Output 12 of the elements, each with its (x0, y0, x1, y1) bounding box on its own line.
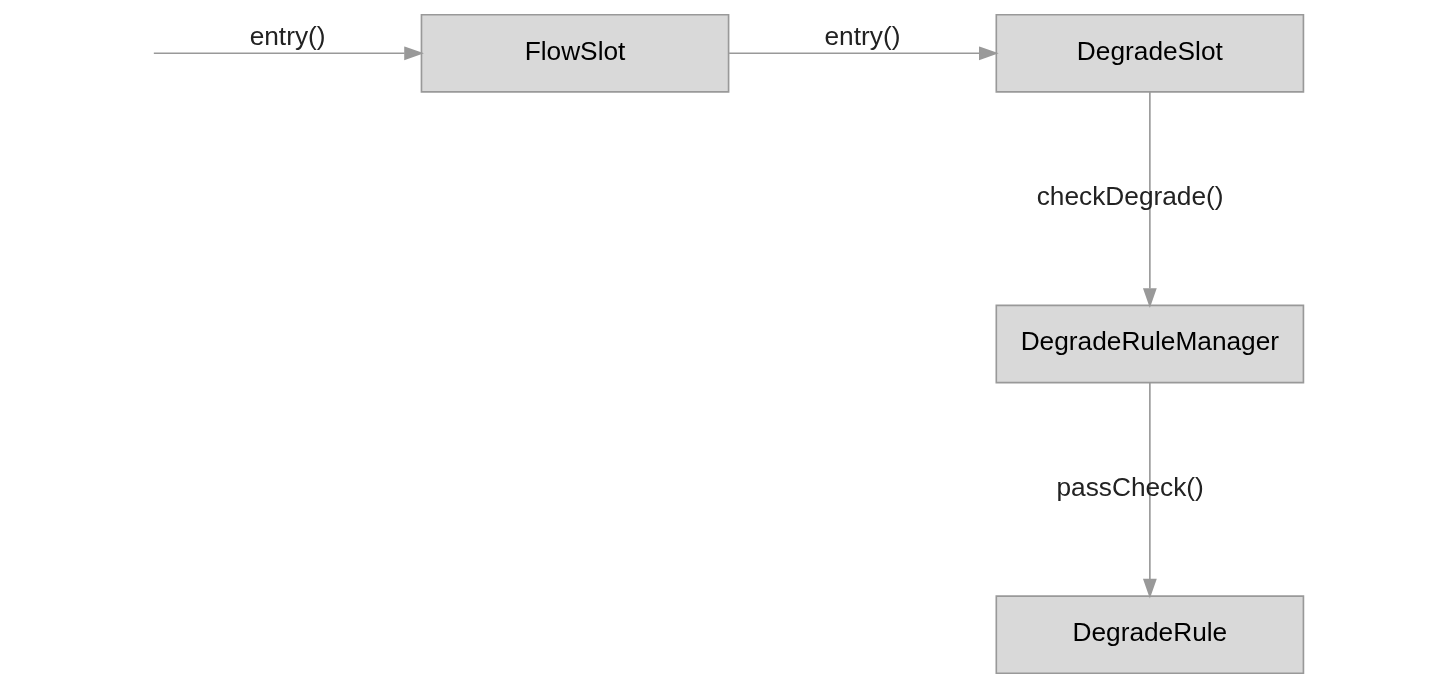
node-box: DegradeRuleManager (995, 304, 1305, 384)
edge-label: passCheck() (1056, 471, 1204, 502)
edge-label: checkDegrade() (1036, 180, 1224, 211)
node-box: DegradeSlot (995, 13, 1305, 93)
arrow (1142, 91, 1157, 308)
edge-label: entry() (824, 20, 901, 51)
arrow (153, 46, 424, 61)
node-box: FlowSlot (420, 13, 730, 93)
edge-label: entry() (249, 20, 326, 51)
arrow (728, 46, 999, 61)
arrow (1142, 381, 1157, 599)
node-box: DegradeRule (995, 595, 1305, 675)
